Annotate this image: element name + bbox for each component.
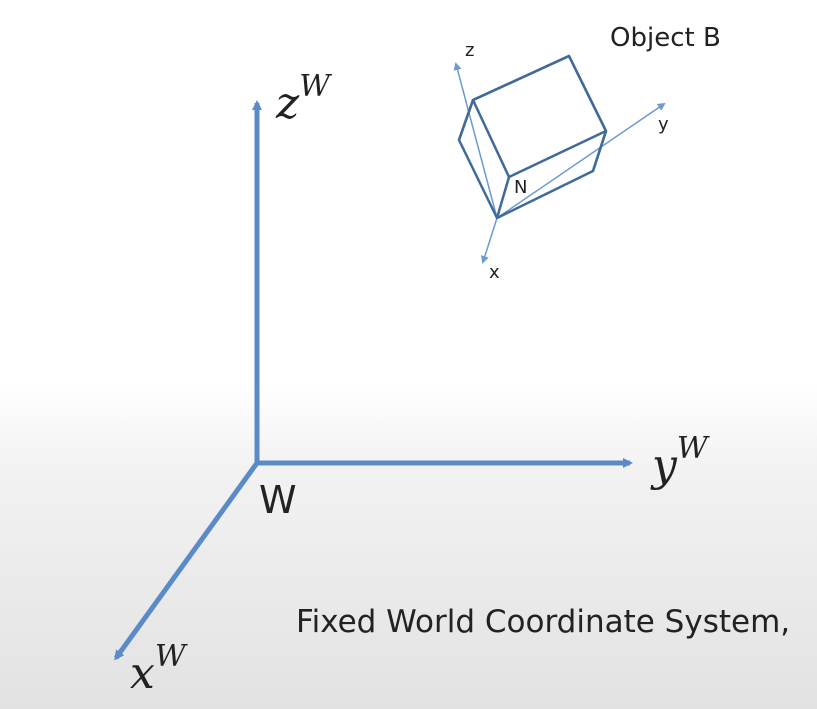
- cube-front-face: [471, 54, 608, 179]
- object-x-axis-label: x: [489, 262, 500, 283]
- cube-edge: [495, 176, 511, 219]
- world-origin-label: W: [259, 478, 297, 522]
- cube-edge: [457, 99, 475, 141]
- world-z-axis-base: z: [275, 78, 300, 129]
- world-y-axis-label: yW: [650, 431, 710, 491]
- object-x-axis: [481, 217, 498, 264]
- world-x-axis-superscript: W: [155, 639, 188, 674]
- cube-edge: [591, 130, 608, 172]
- world-y-axis-base: y: [650, 440, 678, 491]
- object-z-axis: [453, 62, 498, 219]
- world-z-axis-superscript: W: [299, 69, 332, 104]
- world-x-axis-label: xW: [130, 639, 188, 699]
- object-y-axis: [496, 102, 666, 219]
- object-cube: [457, 54, 608, 220]
- world-frame: zW yW xW W: [113, 69, 710, 699]
- world-x-axis: [113, 461, 260, 661]
- object-y-axis-label: y: [658, 114, 669, 135]
- world-x-axis-base: x: [130, 648, 155, 699]
- object-b-frame: Object B N z y x: [453, 23, 721, 283]
- world-y-axis-superscript: W: [677, 431, 710, 466]
- object-title: Object B: [610, 23, 721, 53]
- caption: Fixed World Coordinate System,: [296, 604, 791, 640]
- object-z-axis-label: z: [465, 40, 474, 61]
- object-origin-label: N: [514, 177, 527, 198]
- world-z-axis-label: zW: [275, 69, 332, 129]
